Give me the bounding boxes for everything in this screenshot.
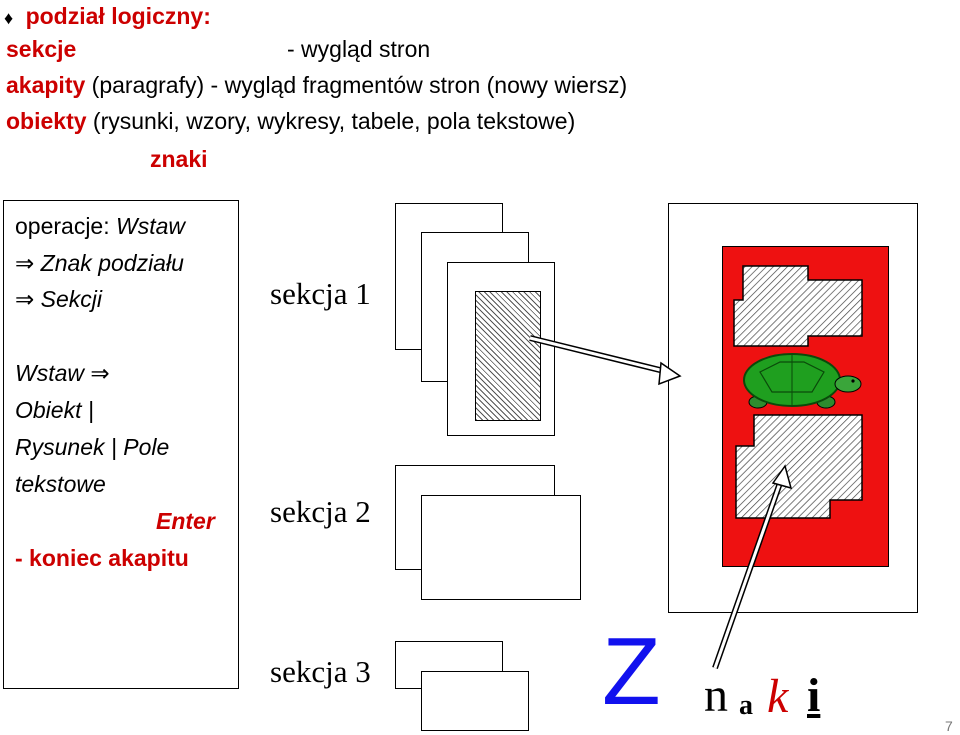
double-arrow-icon: ⇒: [15, 286, 35, 312]
obiekt-line: Obiekt |: [15, 397, 94, 423]
label-sekcja1: sekcja 1: [270, 276, 371, 311]
op-sekcji-line: ⇒ Sekcji: [15, 285, 102, 313]
wstaw-label: Wstaw: [15, 360, 84, 386]
op-line: operacje: Wstaw: [15, 212, 185, 240]
term-znaki: znaki: [150, 146, 208, 172]
section1-hatched-block: [475, 291, 541, 421]
char-n: n: [704, 669, 728, 722]
line-sekcje: sekcje: [6, 35, 76, 63]
op-label: operacje:: [15, 213, 117, 239]
akapity-desc: (paragrafy) - wygląd fragmentów stron (n…: [91, 72, 628, 98]
tekstowe-line: tekstowe: [15, 471, 106, 497]
bullet-title: ♦ podział logiczny:: [4, 2, 211, 32]
znak-podzialu: Znak podziału: [40, 250, 184, 276]
label-sekcja3: sekcja 3: [270, 654, 371, 689]
char-z: Z: [602, 618, 661, 725]
title: podział logiczny:: [25, 3, 211, 29]
diamond-bullet-icon: ♦: [4, 8, 14, 28]
char-i: i: [807, 669, 821, 722]
line-akapity: akapity (paragrafy) - wygląd fragmentów …: [6, 71, 627, 99]
slide-number: 7: [945, 718, 953, 734]
op-wstaw: Wstaw: [116, 213, 186, 239]
term-sekcje: sekcje: [6, 36, 77, 62]
label-sekcja2: sekcja 2: [270, 494, 371, 529]
line-obiekty: obiekty (rysunki, wzory, wykresy, tabele…: [6, 107, 575, 135]
char-a: a: [739, 690, 753, 721]
section1-page-front: [447, 262, 555, 436]
wstaw-line: Wstaw ⇒: [15, 359, 110, 387]
sekcje-desc: - wygląd stron: [287, 36, 431, 62]
double-arrow-icon: ⇒: [15, 250, 35, 276]
section2-page-front: [421, 495, 581, 600]
term-akapity: akapity: [6, 72, 86, 98]
page-content-area: [722, 246, 889, 567]
enter-key: Enter: [156, 508, 215, 534]
double-arrow-icon: ⇒: [90, 360, 110, 386]
sekcji: Sekcji: [40, 286, 103, 312]
op-znak-line: ⇒ Znak podziału: [15, 249, 184, 277]
operations-box: operacje: Wstaw ⇒ Znak podziału ⇒ Sekcji…: [3, 200, 239, 689]
section3-page-front: [421, 671, 529, 731]
koniec-akapitu: - koniec akapitu: [15, 545, 189, 571]
char-k: k: [767, 670, 789, 723]
term-obiekty: obiekty: [6, 108, 87, 134]
obiekty-desc: (rysunki, wzory, wykresy, tabele, pola t…: [92, 108, 576, 134]
rysunek-line: Rysunek | Pole: [15, 434, 170, 460]
